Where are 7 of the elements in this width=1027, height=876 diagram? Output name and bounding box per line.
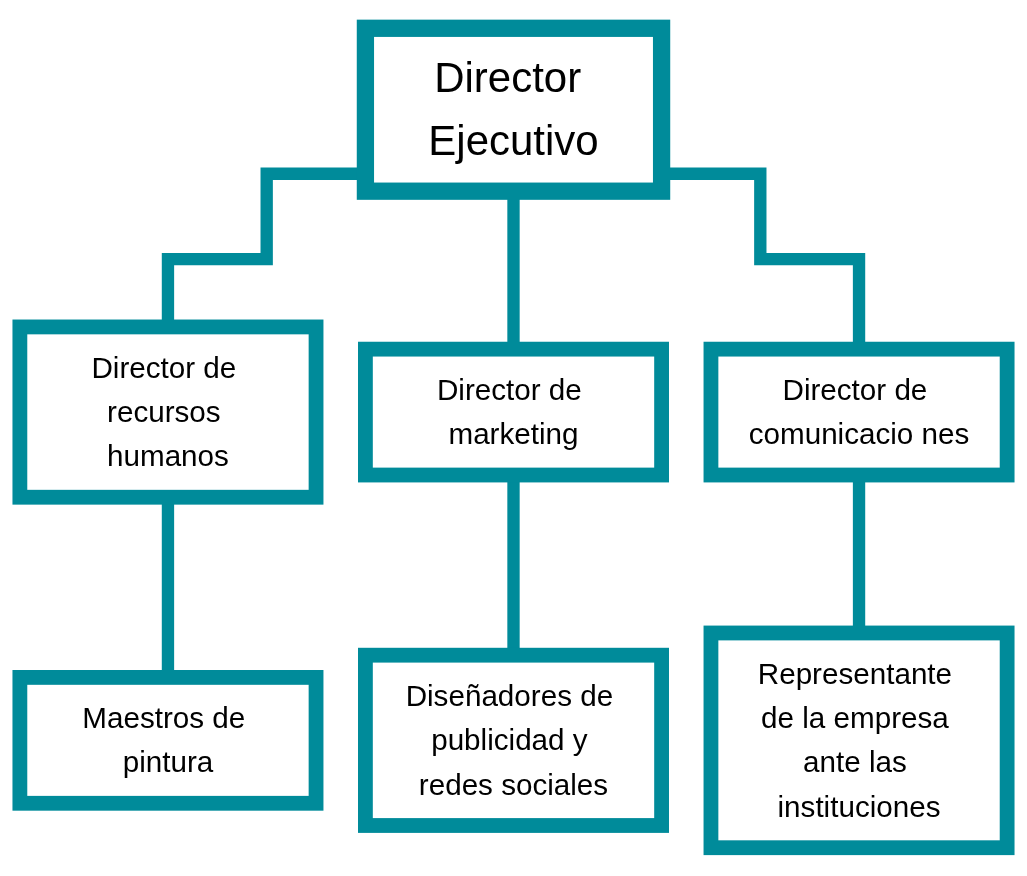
node-box: Maestros de pintura [12, 670, 324, 811]
node-box: Director de marketing [358, 341, 669, 483]
node-box: Director Ejecutivo [356, 19, 671, 200]
node-box: Representante de la empresa ante las instituciones [703, 625, 1015, 856]
node-box: Director de comunicacio nes [703, 341, 1015, 483]
node-box: Diseñadores de publicidad y redes sociales [358, 647, 669, 833]
node-box: Director de recursos humanos [12, 319, 324, 505]
